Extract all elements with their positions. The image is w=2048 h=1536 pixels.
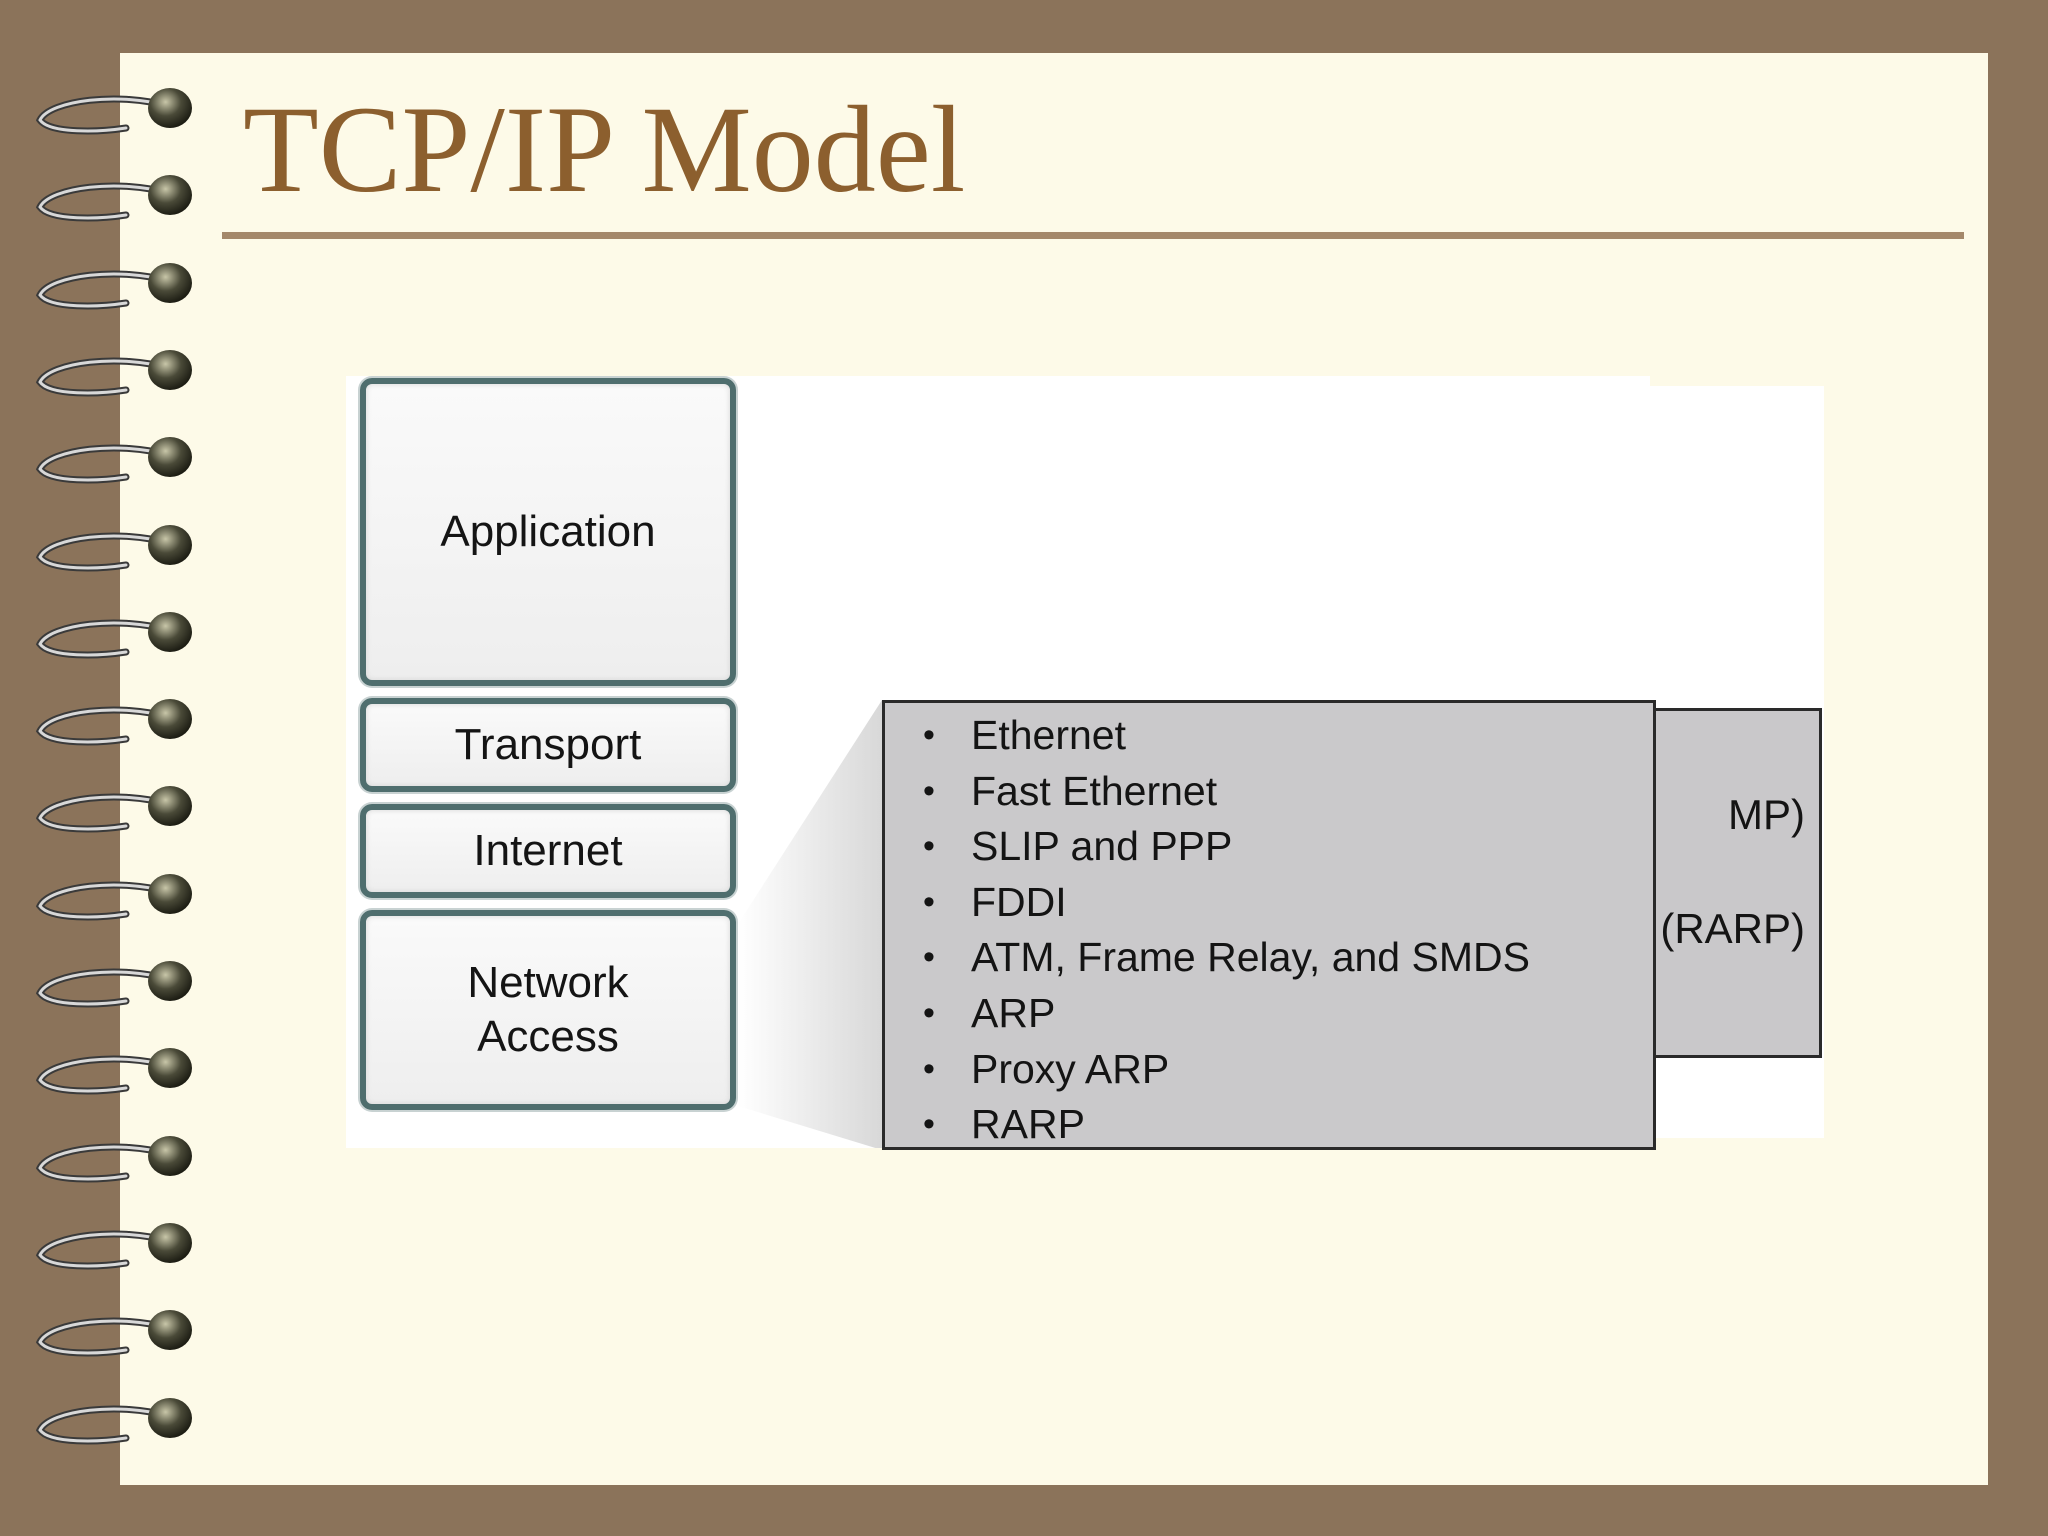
title-underline (222, 232, 1964, 239)
protocol-name: SLIP and PPP (971, 823, 1233, 870)
partial-text: (RARP) (1660, 905, 1805, 952)
bullet-icon: • (923, 716, 935, 754)
spiral-ring-icon (30, 517, 200, 577)
layer-label: Internet (473, 826, 623, 875)
protocol-name: Ethernet (971, 712, 1126, 758)
layer-network-access: Network Access (360, 910, 736, 1110)
list-item: • Ethernet (923, 709, 1530, 765)
bullet-icon: • (923, 771, 935, 810)
layer-label: Network Access (467, 958, 629, 1061)
spiral-ring-icon (30, 80, 200, 140)
network-access-protocols-popup: • Ethernet • Fast Ethernet • SLIP and PPP • FDD… (882, 700, 1656, 1150)
layer-application: Application (360, 378, 736, 686)
layer-transport: Transport (360, 698, 736, 792)
bullet-icon: • (923, 1105, 935, 1144)
protocol-name: ARP (971, 989, 1056, 1036)
protocol-list: • Ethernet • Fast Ethernet • SLIP and PPP • FDD… (923, 709, 1530, 1148)
layer-internet: Internet (360, 804, 736, 898)
background-protocol-box: MP) (RARP) (1646, 708, 1822, 1058)
layer-label: Transport (454, 720, 642, 769)
list-item: • SLIP and PPP (923, 820, 1530, 876)
list-item: • ATM, Frame Relay, and SMDS (923, 931, 1530, 987)
spiral-ring-icon (30, 691, 200, 751)
spiral-ring-icon (30, 255, 200, 315)
list-item: • RARP (923, 1098, 1530, 1148)
spiral-ring-icon (30, 342, 200, 402)
bullet-icon: • (923, 938, 935, 977)
spiral-ring-icon (30, 778, 200, 838)
bullet-icon: • (923, 993, 935, 1032)
protocol-name: Proxy ARP (971, 1045, 1170, 1092)
protocol-name: FDDI (971, 878, 1067, 925)
protocol-name: ATM, Frame Relay, and SMDS (971, 934, 1530, 981)
spiral-ring-icon (30, 1128, 200, 1188)
spiral-ring-icon (30, 953, 200, 1013)
layer-label: Application (440, 507, 656, 556)
bullet-icon: • (923, 882, 935, 921)
spiral-ring-icon (30, 1302, 200, 1362)
list-item: • Fast Ethernet (923, 765, 1530, 821)
spiral-ring-icon (30, 1390, 200, 1450)
zoom-funnel (738, 700, 882, 1148)
spiral-ring-icon (30, 604, 200, 664)
partial-text: MP) (1728, 791, 1805, 838)
list-item: • ARP (923, 987, 1530, 1043)
slide-title: TCP/IP Model (243, 81, 966, 218)
spiral-ring-icon (30, 1040, 200, 1100)
protocol-name: RARP (971, 1101, 1085, 1148)
list-item: • FDDI (923, 876, 1530, 932)
spiral-ring-icon (30, 1215, 200, 1275)
bullet-icon: • (923, 827, 935, 866)
spiral-ring-icon (30, 167, 200, 227)
tcpip-diagram: Application Transport Internet Network A… (346, 376, 1824, 1150)
bullet-icon: • (923, 1049, 935, 1088)
protocol-name: Fast Ethernet (971, 767, 1218, 814)
spiral-ring-icon (30, 866, 200, 926)
list-item: • Proxy ARP (923, 1043, 1530, 1099)
spiral-ring-icon (30, 429, 200, 489)
